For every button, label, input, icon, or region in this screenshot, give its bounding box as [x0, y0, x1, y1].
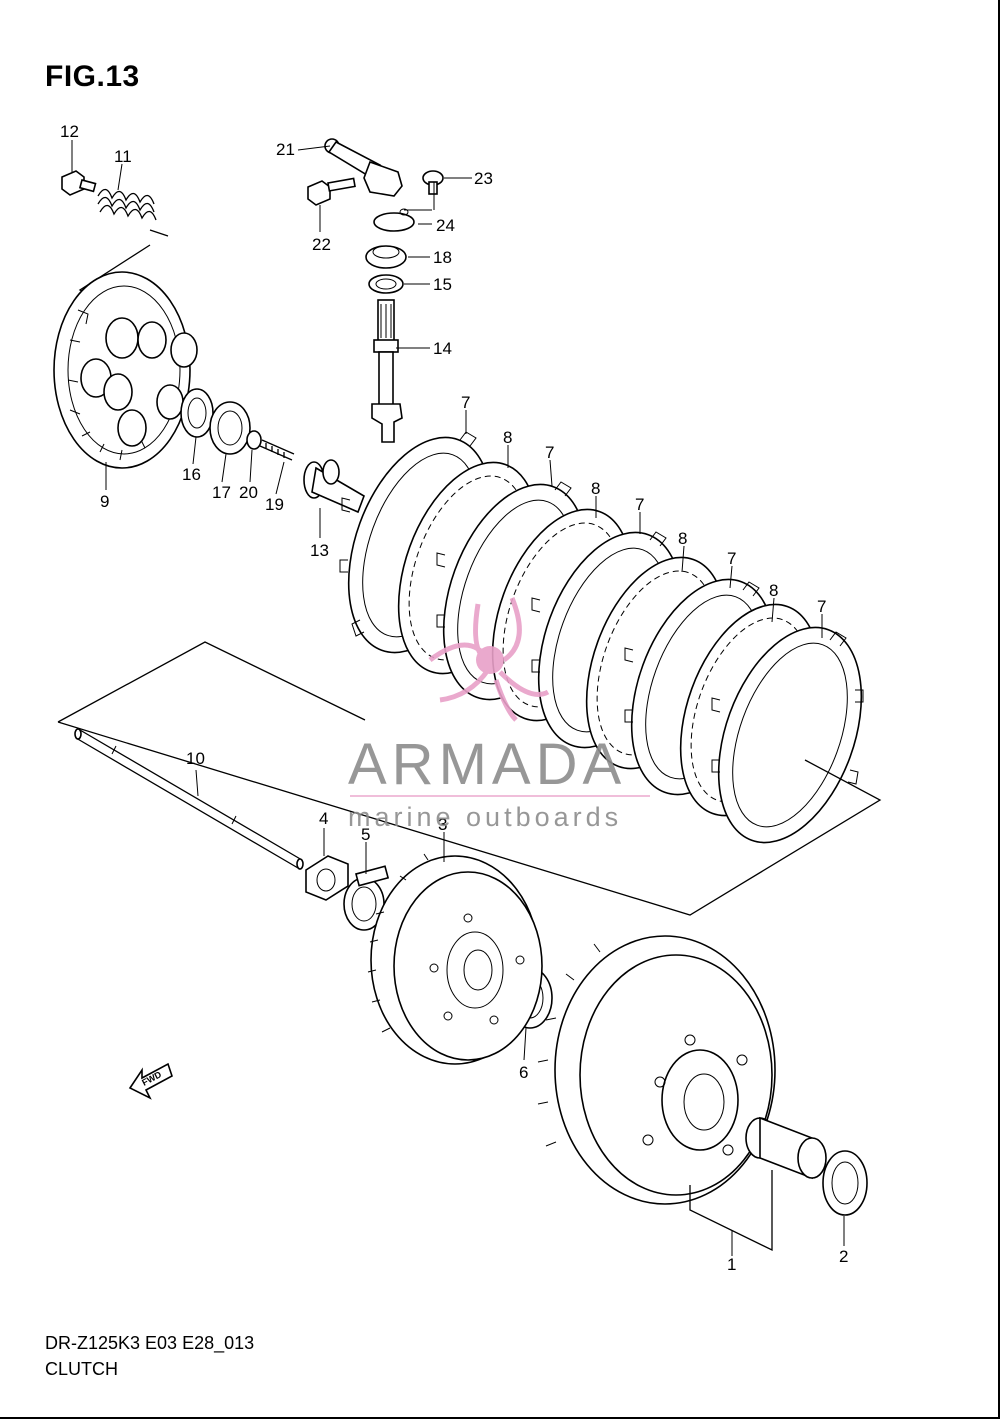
- part-22-bolt: [307, 177, 356, 206]
- fwd-arrow-icon: FWD: [128, 1062, 173, 1100]
- label-7-a: 7: [461, 393, 470, 412]
- figure-name: CLUTCH: [45, 1359, 119, 1379]
- watermark: ARMADA marine outboards: [348, 597, 650, 832]
- label-17: 17: [212, 483, 231, 502]
- part-15-o-ring: [368, 274, 404, 294]
- label-19: 19: [265, 495, 284, 514]
- label-10: 11: [114, 147, 132, 166]
- watermark-tagline: marine outboards: [348, 802, 622, 832]
- label-12: 10: [186, 749, 205, 768]
- leader-lines: [71, 140, 845, 1256]
- label-7-d: 7: [727, 549, 736, 568]
- part-11-bolt: [61, 170, 97, 196]
- label-7-c: 7: [635, 495, 644, 514]
- part-12-push-rod: [74, 728, 304, 870]
- part-16-washer: [180, 388, 214, 438]
- part-24-washer: [373, 208, 415, 232]
- part-21-release-arm: [324, 138, 403, 197]
- part-labels: 12 11 21 23 24 22 18 15 14 16 17 20 19 9…: [60, 122, 848, 1274]
- part-5-lock-washer: [343, 865, 390, 931]
- label-15: 15: [433, 275, 452, 294]
- label-24: 24: [436, 216, 455, 235]
- figure-code: DR-Z125K3 E03 E28_013: [45, 1333, 255, 1353]
- watermark-brand: ARMADA: [348, 732, 626, 797]
- part-7-drive-plate: [711, 626, 864, 844]
- label-8-d: 8: [769, 581, 778, 600]
- label-8-a: 8: [503, 428, 512, 447]
- label-18: 18: [433, 248, 452, 267]
- label-14: 14: [433, 339, 452, 358]
- part-1-spacer: [745, 1116, 827, 1180]
- label-11: 12: [60, 122, 79, 141]
- part-19-pin: [259, 439, 295, 461]
- part-2-washer: [822, 1150, 868, 1216]
- figure-title: FIG.13: [45, 60, 140, 93]
- label-3: 3: [438, 815, 447, 834]
- part-13-push-piece: [303, 459, 365, 514]
- part-20-nut: [246, 430, 262, 450]
- label-8-c: 8: [678, 529, 687, 548]
- label-20: 20: [239, 483, 258, 502]
- label-23: 23: [474, 169, 493, 188]
- part-1-primary-driven-gear: [537, 935, 776, 1205]
- part-14-release-shaft: [371, 299, 403, 443]
- watermark-logo-icon: [428, 597, 550, 722]
- part-9-pressure-plate: [53, 271, 198, 469]
- label-2: 2: [839, 1247, 848, 1266]
- part-18-oil-seal: [365, 245, 407, 269]
- part-17-bearing: [209, 401, 251, 455]
- label-4: 4: [319, 809, 328, 828]
- label-1: 1: [727, 1255, 736, 1274]
- label-6: 6: [519, 1063, 528, 1082]
- label-7-e: 7: [817, 597, 826, 616]
- label-5: 5: [361, 825, 370, 844]
- label-13: 13: [310, 541, 329, 560]
- stack-bracket-lines: [57, 641, 882, 916]
- part-3-sleeve-hub: [367, 853, 543, 1065]
- label-21: 21: [276, 140, 295, 159]
- part-1-bracket: [689, 1170, 773, 1252]
- clutch-plate-stack: [339, 431, 864, 844]
- label-16: 16: [182, 465, 201, 484]
- part-10-spring: [97, 188, 157, 221]
- label-9: 9: [100, 492, 109, 511]
- part-4-nut: [305, 855, 349, 901]
- label-7-b: 7: [545, 443, 554, 462]
- label-22: 22: [312, 235, 331, 254]
- part-23-screw: [422, 170, 444, 195]
- label-8-b: 8: [591, 479, 600, 498]
